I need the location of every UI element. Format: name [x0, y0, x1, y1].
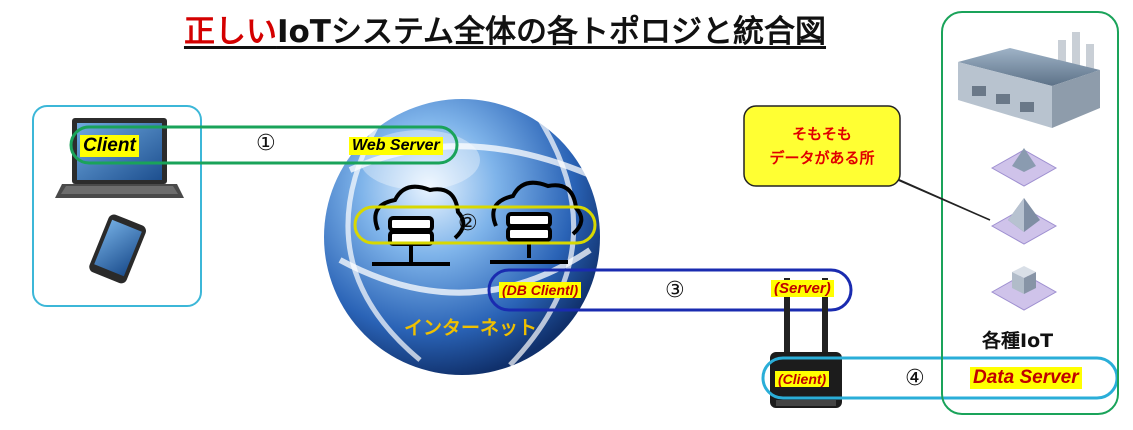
connection-1-number: ① [256, 131, 276, 156]
connection-4-number: ④ [905, 366, 925, 391]
iot-cube-icon [990, 266, 1058, 311]
connection-1-left-label: Client [80, 135, 139, 157]
connection-3-right-label: (Server) [771, 280, 834, 297]
callout-text: そもそも データがある所 [744, 122, 900, 170]
factory-icon [958, 32, 1100, 128]
internet-globe-icon [324, 99, 600, 375]
iot-device-icon [990, 198, 1058, 245]
connection-3-link [487, 268, 853, 312]
connection-3-number: ③ [665, 278, 685, 303]
cloud-database-server-icon [490, 180, 584, 264]
title-rest: IoTシステム全体の各トポロジと統合図 [276, 14, 827, 50]
internet-label: インターネット [404, 317, 538, 339]
laptop-icon [55, 118, 184, 198]
callout-line-2: データがある所 [769, 149, 875, 167]
iot-sensor-icon [990, 148, 1058, 187]
connection-4-left-label: (Client) [775, 371, 830, 387]
connection-2-number: ② [458, 211, 478, 236]
page-title: 正しいIoTシステム全体の各トポロジと統合図 [0, 6, 1010, 51]
title-highlight: 正しい [183, 14, 277, 50]
callout-line-1: そもそも [792, 125, 852, 143]
iot-devices-box [941, 11, 1119, 415]
connection-4-right-label: Data Server [970, 367, 1082, 389]
connection-3-left-label: (DB Clientl) [499, 282, 582, 298]
connection-2-link [353, 205, 597, 245]
callout-bubble [743, 105, 991, 221]
gateway-router-icon [770, 278, 842, 408]
smartphone-icon [89, 214, 146, 284]
connection-1-right-label: Web Server [349, 137, 443, 155]
iot-label: 各種IoT [982, 330, 1054, 352]
connection-1-link [69, 125, 459, 165]
client-devices-box [32, 105, 202, 307]
